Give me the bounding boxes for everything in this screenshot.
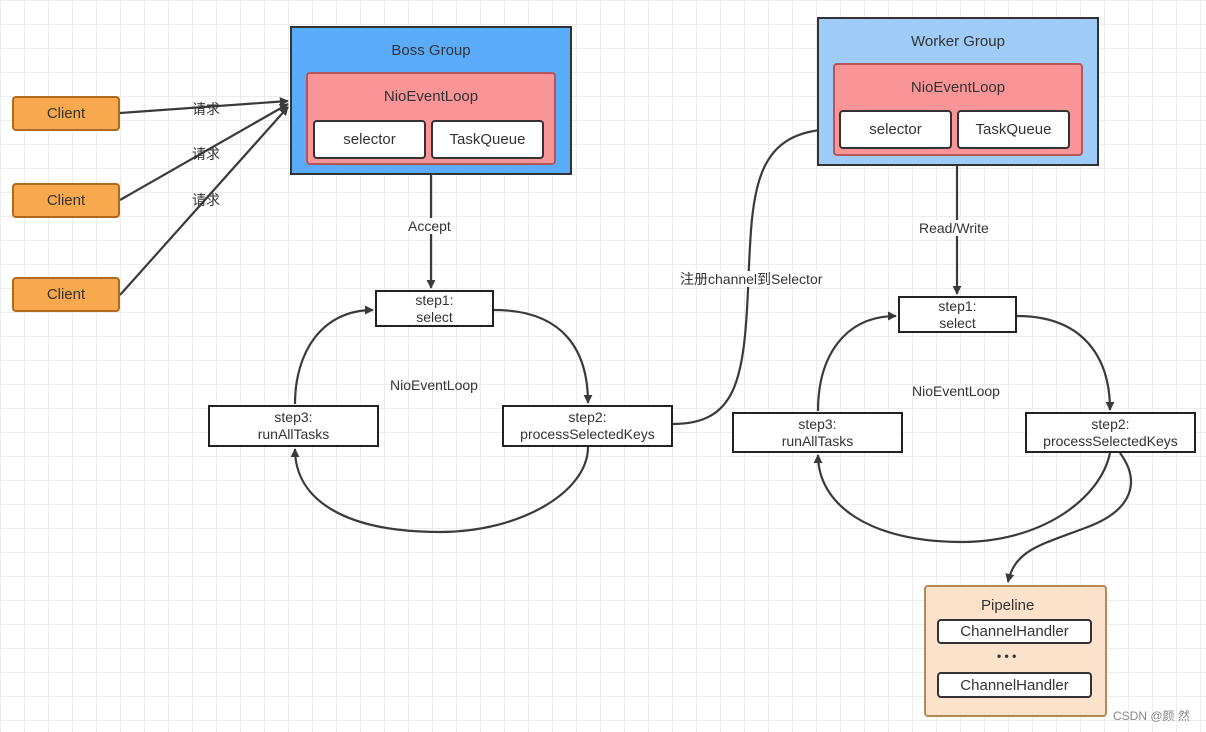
channel-handler-label: ChannelHandler [960, 623, 1069, 640]
request-label-2: 请求 [192, 146, 220, 162]
register-arrow [672, 124, 837, 426]
boss-loop-title: NioEventLoop [383, 88, 479, 105]
worker-cycle-label: NioEventLoop [912, 383, 1000, 399]
watermark: CSDN @颜 然 [1113, 709, 1190, 723]
readwrite-label: Read/Write [919, 220, 989, 236]
accept-label: Accept [408, 218, 451, 234]
boss-step1-line1: step1: [415, 291, 454, 308]
worker-step1: step1: select [898, 296, 1017, 333]
worker-selector-label: selector [869, 121, 922, 138]
worker-step2-line2: processSelectedKeys [1043, 432, 1178, 449]
worker-step1-line2: select [939, 314, 976, 331]
boss-taskqueue: TaskQueue [431, 120, 544, 159]
boss-step2: step2: processSelectedKeys [502, 405, 673, 447]
boss-selector-label: selector [343, 131, 396, 148]
boss-step2-line2: processSelectedKeys [520, 426, 655, 442]
worker-taskqueue: TaskQueue [957, 110, 1070, 149]
boss-group-title: Boss Group [391, 42, 471, 59]
pipeline-title: Pipeline [981, 597, 1035, 614]
boss-taskqueue-label: TaskQueue [449, 131, 526, 148]
worker-step2-to-step3 [813, 452, 1112, 544]
client-label: Client [46, 286, 86, 303]
boss-step2-to-step3 [290, 446, 590, 534]
channel-handler-2: ChannelHandler [937, 672, 1092, 698]
boss-step1-to-step2 [493, 308, 593, 404]
channel-handler-1: ChannelHandler [937, 619, 1092, 644]
boss-selector: selector [313, 120, 426, 159]
worker-taskqueue-label: TaskQueue [975, 121, 1052, 138]
register-label: 注册channel到Selector [680, 271, 823, 287]
worker-step3-line2: runAllTasks [781, 432, 854, 449]
worker-step3-to-step1 [816, 311, 897, 412]
worker-step3-line1: step3: [798, 415, 837, 432]
worker-step1-to-step2 [1016, 314, 1115, 411]
client-label: Client [46, 192, 86, 209]
client-box-1: Client [12, 96, 120, 131]
boss-cycle-label: NioEventLoop [390, 377, 478, 393]
boss-step1: step1: select [375, 290, 494, 327]
boss-step3-line2: runAllTasks [257, 426, 330, 442]
request-arrow-3 [119, 106, 289, 296]
request-label-1: 请求 [192, 101, 220, 117]
worker-loop-title: NioEventLoop [910, 79, 1006, 96]
worker-selector: selector [839, 110, 952, 149]
boss-step3: step3: runAllTasks [208, 405, 379, 447]
boss-step2-line1: step2: [568, 409, 607, 425]
pipeline-ellipsis: • • • [997, 649, 1017, 663]
worker-step3: step3: runAllTasks [732, 412, 903, 453]
worker-step2: step2: processSelectedKeys [1025, 412, 1196, 453]
client-label: Client [46, 105, 86, 122]
boss-step3-line1: step3: [274, 409, 313, 425]
pipeline-arrow [1005, 452, 1133, 583]
boss-step3-to-step1 [293, 305, 374, 405]
client-box-3: Client [12, 277, 120, 312]
request-arrow-1 [119, 97, 289, 115]
channel-handler-label: ChannelHandler [960, 676, 1069, 694]
worker-step1-line1: step1: [938, 297, 977, 314]
request-label-3: 请求 [192, 192, 220, 208]
client-box-2: Client [12, 183, 120, 218]
worker-group-title: Worker Group [911, 33, 1005, 50]
worker-step2-line1: step2: [1091, 415, 1130, 432]
request-arrow-2 [119, 103, 289, 201]
boss-step1-line2: select [416, 308, 453, 325]
